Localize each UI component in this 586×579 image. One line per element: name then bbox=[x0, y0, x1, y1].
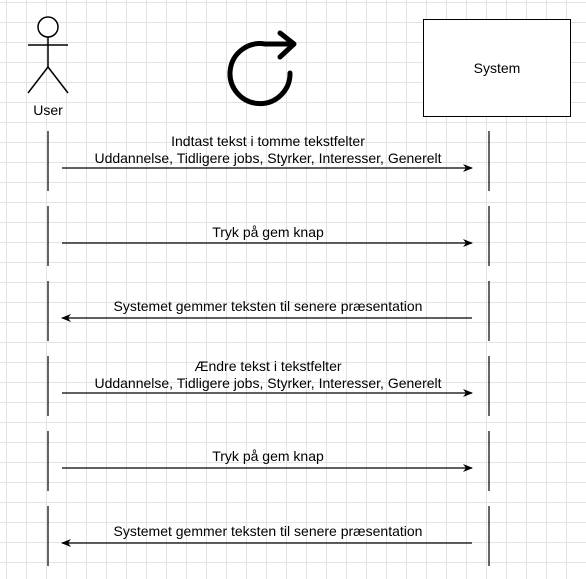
message-5-label: Tryk på gem knap bbox=[212, 448, 324, 464]
system-label: System bbox=[473, 60, 521, 76]
message-1-sublabel: Uddannelse, Tidligere jobs, Styrker, Int… bbox=[94, 150, 442, 166]
message-4-label: Ændre tekst i tekstfelter bbox=[194, 358, 342, 374]
system-participant-box: System bbox=[423, 19, 571, 117]
message-1-label: Indtast tekst i tomme tekstfelter bbox=[171, 133, 365, 149]
message-2-label: Tryk på gem knap bbox=[212, 224, 324, 240]
message-3-label: Systemet gemmer teksten til senere præse… bbox=[113, 298, 423, 314]
user-label: User bbox=[33, 102, 63, 118]
message-6-label: Systemet gemmer teksten til senere præse… bbox=[113, 523, 423, 539]
user-actor-icon bbox=[27, 16, 69, 94]
message-4-sublabel: Uddannelse, Tidligere jobs, Styrker, Int… bbox=[94, 375, 442, 391]
message-arrows bbox=[61, 164, 473, 547]
refresh-icon bbox=[227, 30, 297, 107]
